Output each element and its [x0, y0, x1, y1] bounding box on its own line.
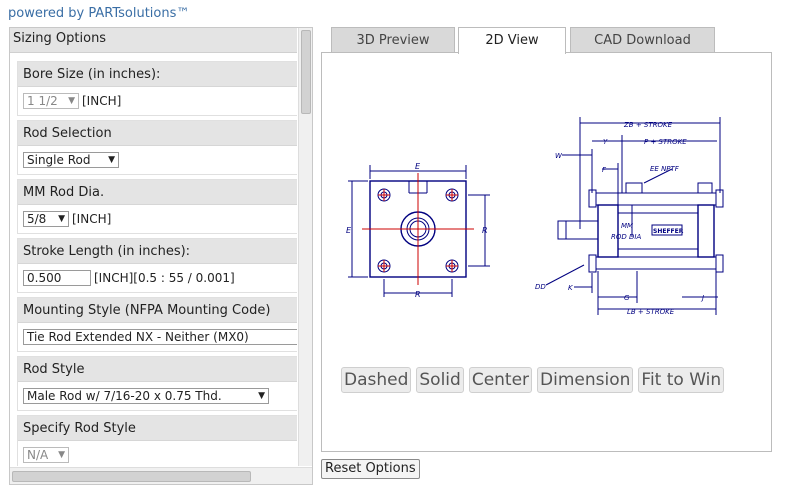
horizontal-scrollbar[interactable]	[10, 467, 312, 484]
mounting-style-label: Mounting Style (NFPA Mounting Code)	[18, 298, 297, 323]
stroke-length-unit: [INCH][0.5 : 55 / 0.001]	[94, 271, 235, 285]
front-dim-e-top: E	[415, 162, 421, 171]
solid-button[interactable]: Solid	[416, 367, 464, 393]
mm-rod-section: MM Rod Dia. 5/8 ▼ [INCH]	[17, 179, 297, 234]
side-dim-lb: LB + STROKE	[627, 308, 675, 316]
front-dim-r-right: R	[482, 226, 488, 235]
bore-size-label: Bore Size (in inches):	[18, 62, 297, 87]
stroke-length-label: Stroke Length (in inches):	[18, 239, 297, 264]
sizing-options-header: Sizing Options	[10, 28, 297, 53]
front-dim-e-left: E	[346, 226, 352, 235]
dropdown-arrow-icon: ▼	[58, 450, 65, 460]
side-dim-rod-dia: ROD DIA	[611, 233, 641, 241]
dropdown-arrow-icon: ▼	[108, 155, 115, 165]
specify-rod-style-label: Specify Rod Style	[18, 416, 297, 441]
mm-rod-unit: [INCH]	[72, 212, 112, 226]
mm-rod-select[interactable]: 5/8 ▼	[23, 211, 69, 227]
side-brand-label: SHEFFER	[653, 228, 684, 235]
front-view	[348, 165, 490, 297]
rod-style-select[interactable]: Male Rod w/ 7/16-20 x 0.75 Thd. ▼	[23, 388, 269, 404]
cylinder-drawing: E E R R ZB + STROKE Y P + STROKE W F EE …	[346, 117, 724, 316]
view-button-row: Dashed Solid Center Dimension Fit to Win	[341, 367, 725, 393]
mm-rod-value: 5/8	[27, 212, 47, 226]
side-dim-dd: DD	[535, 283, 546, 291]
front-dim-r-bottom: R	[415, 290, 421, 299]
rod-style-section: Rod Style Male Rod w/ 7/16-20 x 0.75 Thd…	[17, 356, 297, 411]
bore-size-unit: [INCH]	[82, 94, 122, 108]
sizing-options-panel: Sizing Options Bore Size (in inches): 1 …	[9, 27, 313, 485]
mounting-style-value: Tie Rod Extended NX - Neither (MX0)	[27, 330, 249, 344]
rod-selection-select[interactable]: Single Rod ▼	[23, 152, 119, 168]
rod-style-label: Rod Style	[18, 357, 297, 382]
dropdown-arrow-icon: ▼	[68, 96, 75, 106]
side-view	[545, 117, 724, 315]
rod-style-value: Male Rod w/ 7/16-20 x 0.75 Thd.	[27, 389, 222, 403]
vertical-scrollbar[interactable]	[298, 28, 312, 466]
side-dim-ee: EE NPTF	[650, 165, 680, 173]
rod-selection-label: Rod Selection	[18, 121, 297, 146]
tab-cad-download[interactable]: CAD Download	[570, 27, 715, 52]
mounting-style-section: Mounting Style (NFPA Mounting Code) Tie …	[17, 297, 297, 352]
horizontal-scrollbar-thumb[interactable]	[12, 471, 251, 482]
specify-rod-style-section: Specify Rod Style N/A ▼	[17, 415, 297, 466]
side-dim-zb: ZB + STROKE	[623, 121, 673, 129]
dimension-button[interactable]: Dimension	[537, 367, 634, 393]
bore-size-value: 1 1/2	[27, 94, 58, 108]
vertical-scrollbar-thumb[interactable]	[301, 30, 311, 114]
stroke-length-input[interactable]: 0.500	[23, 270, 91, 286]
tab-2d-view[interactable]: 2D View	[458, 27, 566, 54]
side-dim-w: W	[555, 152, 563, 160]
mounting-style-select[interactable]: Tie Rod Extended NX - Neither (MX0)	[23, 329, 297, 345]
side-dim-j: J	[700, 294, 704, 302]
sizing-options-content: Sizing Options Bore Size (in inches): 1 …	[10, 28, 297, 466]
bore-size-section: Bore Size (in inches): 1 1/2 ▼ [INCH]	[17, 61, 297, 116]
dropdown-arrow-icon: ▼	[58, 214, 65, 224]
specify-rod-style-value: N/A	[27, 448, 49, 462]
side-dim-f: F	[602, 166, 607, 174]
side-dim-y: Y	[603, 138, 608, 146]
powered-by-link[interactable]: powered by PARTsolutions™	[8, 6, 190, 21]
reset-options-button[interactable]: Reset Options	[321, 459, 420, 479]
dropdown-arrow-icon: ▼	[258, 391, 265, 401]
centerlines	[362, 173, 474, 285]
side-dim-mm: MM	[621, 222, 633, 230]
tab-3d-preview[interactable]: 3D Preview	[331, 27, 455, 52]
stroke-length-section: Stroke Length (in inches): 0.500 [INCH][…	[17, 238, 297, 293]
rod-selection-section: Rod Selection Single Rod ▼	[17, 120, 297, 175]
rod-selection-value: Single Rod	[27, 153, 91, 167]
side-dim-g: G	[624, 294, 630, 302]
mm-rod-label: MM Rod Dia.	[18, 180, 297, 205]
specify-rod-style-select[interactable]: N/A ▼	[23, 447, 69, 463]
bore-size-select[interactable]: 1 1/2 ▼	[23, 93, 79, 109]
side-dim-p: P + STROKE	[644, 138, 687, 146]
center-button[interactable]: Center	[468, 367, 533, 393]
side-dim-k: K	[568, 284, 574, 292]
dashed-button[interactable]: Dashed	[341, 367, 412, 393]
fit-to-window-button[interactable]: Fit to Win	[638, 367, 725, 393]
